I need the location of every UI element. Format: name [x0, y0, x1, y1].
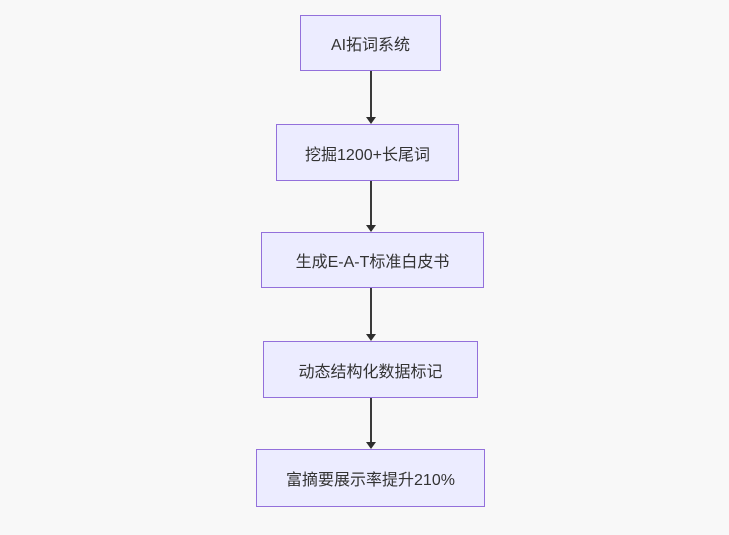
- flow-node-ai-word-expansion: AI拓词系统: [300, 15, 441, 71]
- flow-arrow-2: [365, 181, 377, 232]
- flow-node-eat-whitepaper: 生成E-A-T标准白皮书: [261, 232, 484, 288]
- flow-arrow-1: [365, 71, 377, 124]
- flow-node-label: AI拓词系统: [330, 37, 411, 54]
- flow-arrow-4: [365, 398, 377, 449]
- flow-node-label: 挖掘1200+长尾词: [305, 146, 430, 164]
- flow-arrow-3: [365, 288, 377, 341]
- arrow-line: [370, 288, 372, 334]
- arrowhead-down-icon: [366, 117, 376, 124]
- arrow-line: [370, 181, 372, 225]
- flow-node-rich-snippet-result: 富摘要展示率提升210%: [256, 449, 485, 507]
- flow-node-longtail-mining: 挖掘1200+长尾词: [276, 124, 459, 181]
- arrow-line: [370, 71, 372, 117]
- arrow-line: [370, 398, 372, 442]
- flow-node-structured-data-markup: 动态结构化数据标记: [263, 341, 478, 398]
- arrowhead-down-icon: [366, 225, 376, 232]
- flow-node-label: 生成E-A-T标准白皮书: [295, 254, 450, 271]
- flow-node-label: 富摘要展示率提升210%: [286, 472, 455, 489]
- arrowhead-down-icon: [366, 442, 376, 449]
- arrowhead-down-icon: [366, 334, 376, 341]
- flow-node-label: 动态结构化数据标记: [298, 363, 443, 381]
